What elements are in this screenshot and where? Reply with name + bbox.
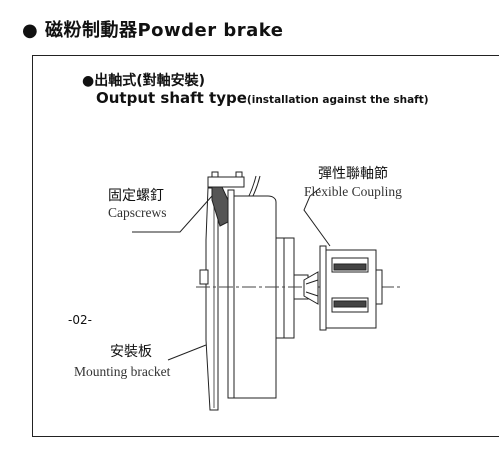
page-number: -02- bbox=[68, 313, 92, 327]
section-title-cn: ●出軸式(對軸安裝) bbox=[82, 73, 206, 89]
page-title: ● 磁粉制動器Powder brake bbox=[22, 20, 284, 41]
capscrews-label-cn: 固定螺釘 bbox=[108, 188, 164, 204]
cable-shape bbox=[247, 175, 261, 199]
bracket-leader bbox=[167, 344, 207, 361]
section-title-en-main: Output shaft type bbox=[96, 89, 247, 107]
section-title-en-suffix: (installation against the shaft) bbox=[246, 94, 429, 106]
capscrews-leader bbox=[132, 195, 213, 233]
coupling-label-en: Flexible Coupling bbox=[304, 184, 402, 199]
coupling-label-cn: 彈性聯軸節 bbox=[318, 166, 388, 182]
bracket-label-en: Mounting bracket bbox=[74, 364, 171, 379]
brake-housing-shape bbox=[227, 189, 277, 399]
mounting-bracket-shape bbox=[205, 187, 219, 411]
flexible-coupling-shape bbox=[303, 245, 383, 331]
capscrew-shape bbox=[207, 176, 245, 188]
capscrews-label-en: Capscrews bbox=[108, 205, 167, 220]
coupling-leader bbox=[303, 187, 331, 247]
section-title-en: Output shaft type(installation against t… bbox=[96, 89, 429, 107]
bracket-label-cn: 安裝板 bbox=[110, 344, 152, 360]
diagram-panel bbox=[32, 55, 499, 437]
